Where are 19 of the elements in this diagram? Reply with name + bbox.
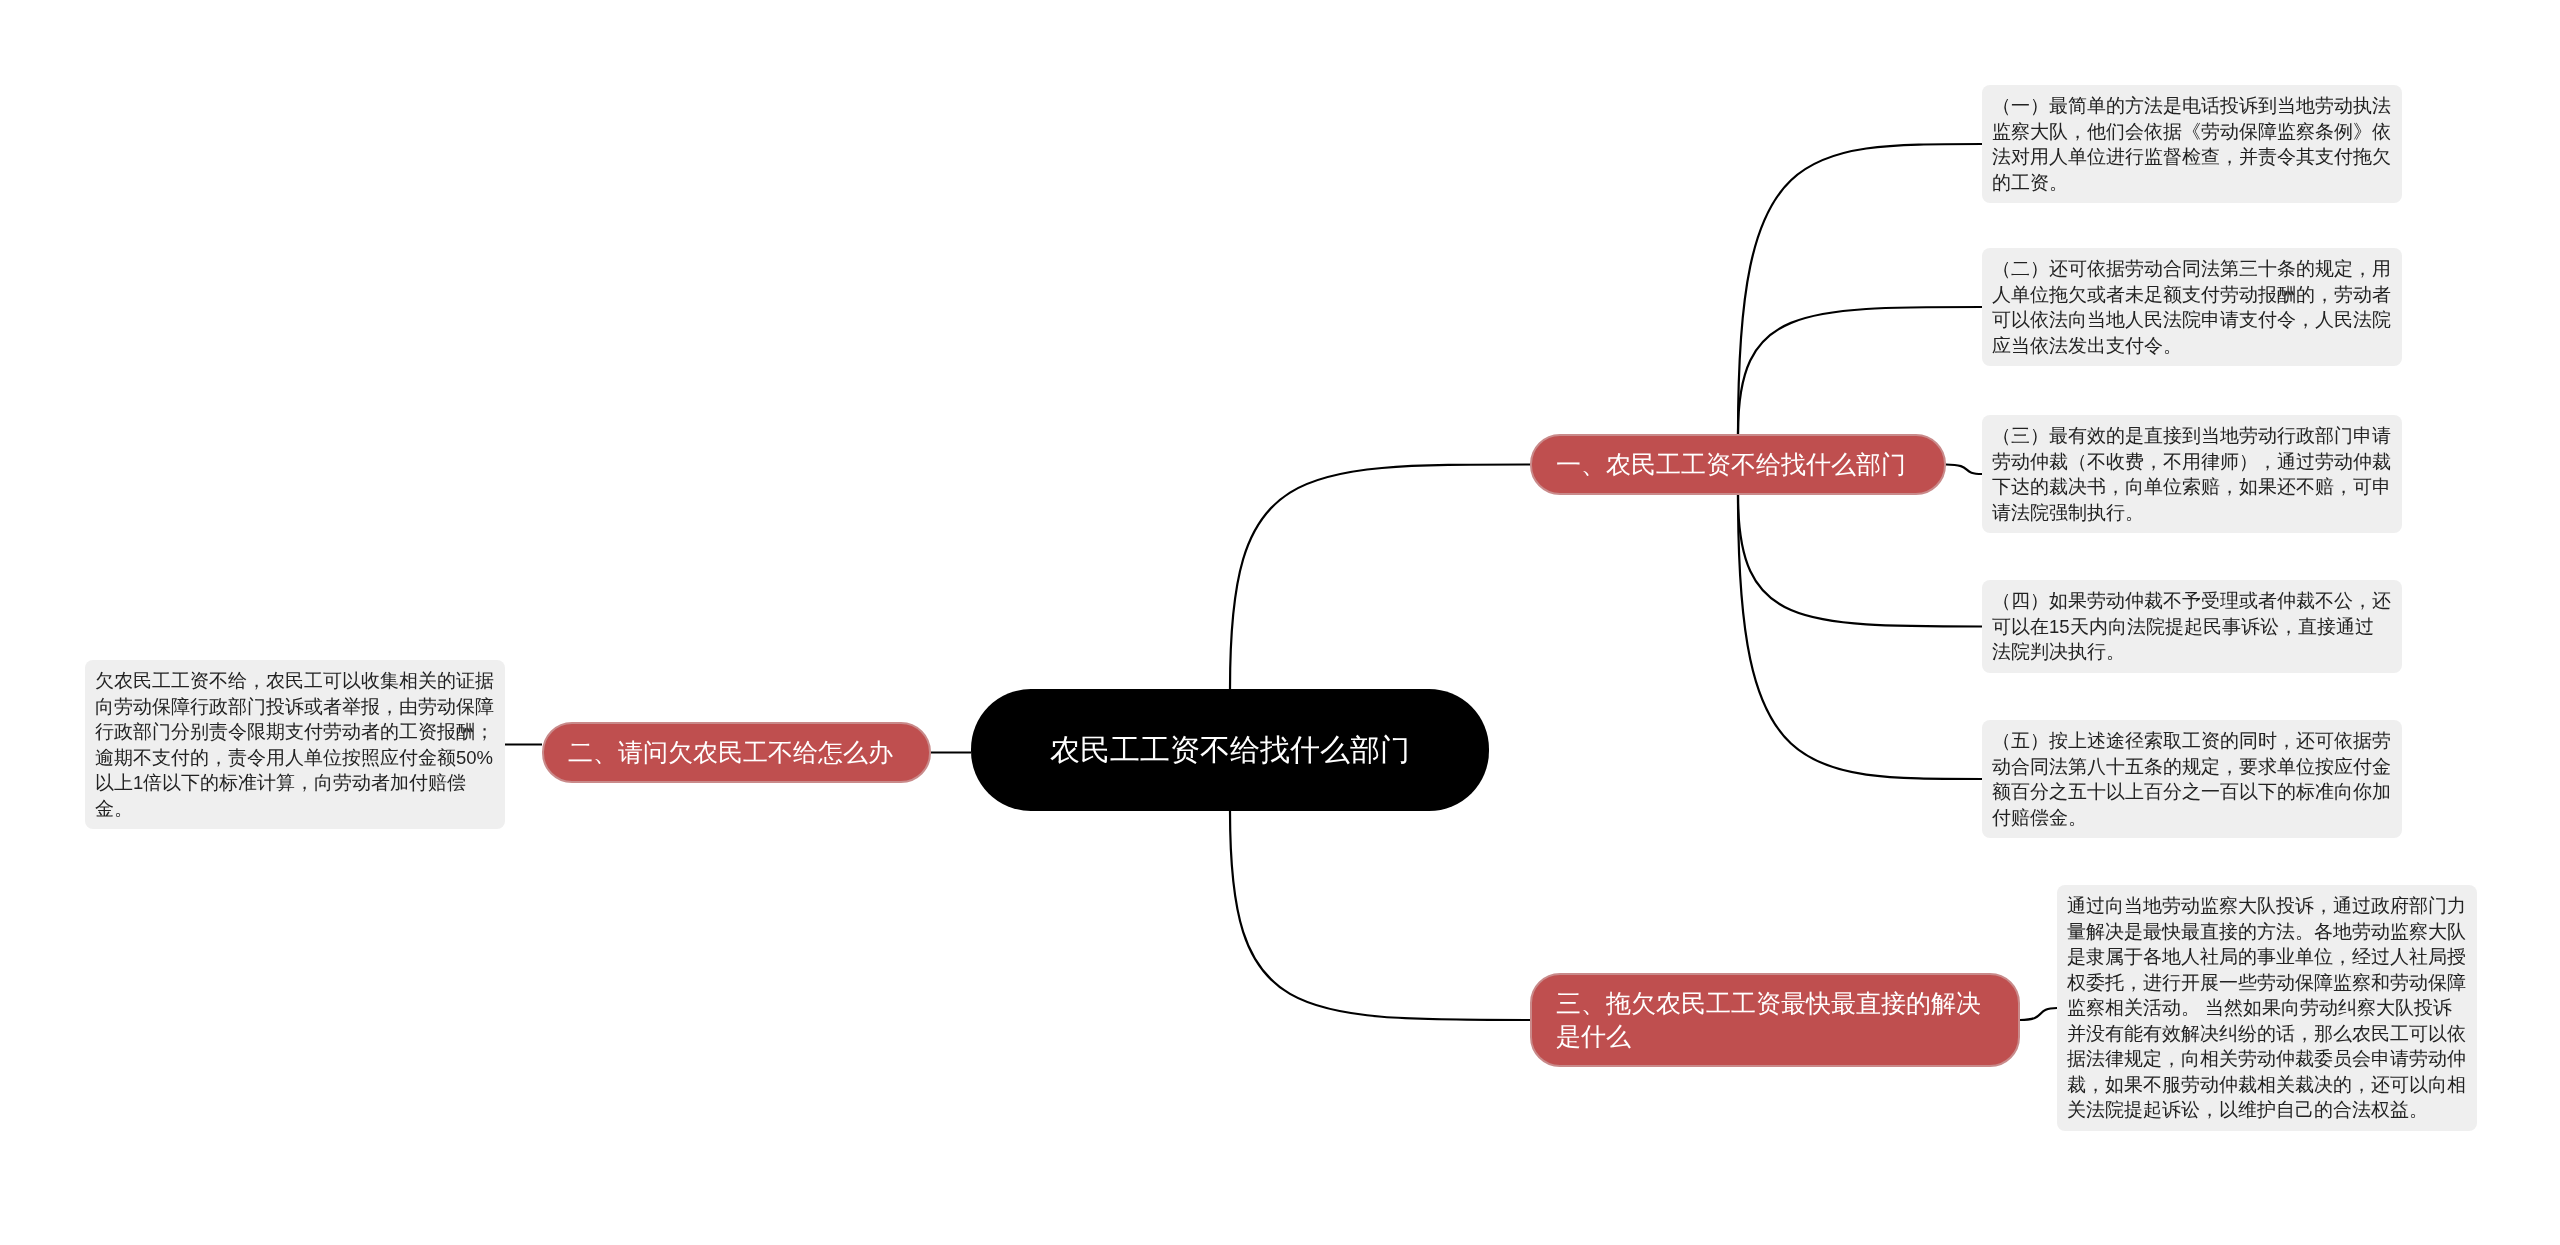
note-box: （三）最有效的是直接到当地劳动行政部门申请劳动仲裁（不收费，不用律师），通过劳动仲裁下达的裁决书，向单位索赔，如果还不赔，可申请法院强制执行。: [1982, 415, 2402, 533]
note-box: 欠农民工工资不给，农民工可以收集相关的证据向劳动保障行政部门投诉或者举报，由劳动保障行政部门分别责令限期支付劳动者的工资报酬；逾期不支付的，责令用人单位按照应付金额50%以上1倍以下的标准计算，向劳动者加付赔偿金。: [85, 660, 505, 829]
topic-box: 一、农民工工资不给找什么部门: [1530, 434, 1946, 495]
connector-line: [931, 751, 971, 754]
connector-line: [1228, 810, 1530, 1022]
note-box: （四）如果劳动仲裁不予受理或者仲裁不公，还可以在15天内向法院提起民事诉讼，直接通过法院判决执行。: [1982, 580, 2402, 673]
note-box: （二）还可依据劳动合同法第三十条的规定，用人单位拖欠或者未足额支付劳动报酬的，劳动者可以依法向当地人民法院申请支付令，人民法院应当依法发出支付令。: [1982, 248, 2402, 366]
connector-line: [1228, 463, 1530, 690]
note-box: （五）按上述途径索取工资的同时，还可依据劳动合同法第八十五条的规定，要求单位按应付金额百分之五十以上百分之一百以下的标准向你加付赔偿金。: [1982, 720, 2402, 838]
central-topic: 农民工工资不给找什么部门: [971, 689, 1489, 811]
connector-line: [2019, 1006, 2058, 1022]
topic-box: 三、拖欠农民工工资最快最直接的解决是什么: [1530, 973, 2020, 1067]
note-box: 通过向当地劳动监察大队投诉，通过政府部门力量解决是最快最直接的方法。各地劳动监察大队是隶属于各地人社局的事业单位，经过人社局授权委托，进行开展一些劳动保障监察和劳动保障监察相关活动。 当然如果向劳动纠察大队投诉并没有能有效解决纠纷的话，那么农民工可以依据法律规定，向相关劳动仲裁委员会申请劳动仲裁，如果不服劳动仲裁相关裁决的，还可以向相关法院提起诉讼，以维护自己的合法权益。: [2057, 885, 2477, 1131]
connector-line: [1945, 463, 1983, 476]
connector-line: [1736, 494, 1982, 781]
connector-line: [505, 743, 542, 746]
topic-box: 二、请问欠农民工不给怎么办: [542, 722, 931, 783]
note-box: （一）最简单的方法是电话投诉到当地劳动执法监察大队，他们会依据《劳动保障监察条例》依法对用人单位进行监督检查，并责令其支付拖欠的工资。: [1982, 85, 2402, 203]
connector-line: [1736, 305, 1982, 435]
